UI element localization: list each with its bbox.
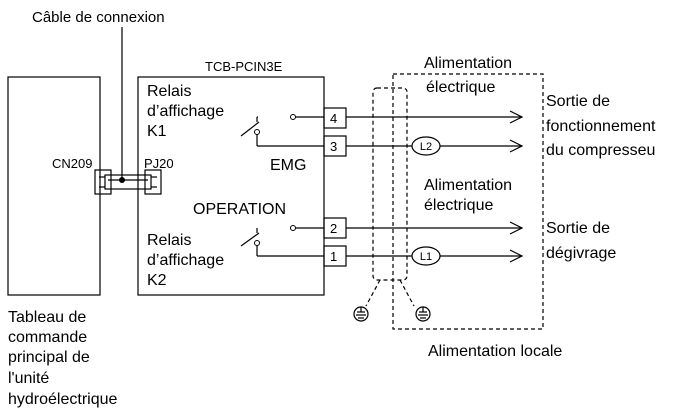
local-power-boundary [392,73,544,330]
compressor-output-label: Sortie de fonctionnement du compresseu [546,93,660,159]
lamp-l1-label: L1 [420,251,432,263]
main-board-label: Tableau de commande principal de l'unité… [8,309,118,408]
ground-icon [415,306,431,322]
relay-k2-label: Relais d’affichage K2 [147,232,229,289]
relay-k1-contact [240,114,324,147]
power-supply-mid-label: Alimentation électrique [424,177,517,214]
terminal-2-label: 2 [330,221,337,236]
cable-label: Câble de connexion [32,9,165,26]
defrost-output-label: Sortie de dégivrage [546,220,616,262]
output-lines [346,110,524,263]
lamp-l2-symbol [411,136,441,156]
ground-icon [353,306,369,322]
emg-label: EMG [270,157,306,174]
power-supply-top-label: Alimentation électrique [424,55,517,96]
connector-pj20-label: PJ20 [144,156,174,171]
relay-k2-contact [240,225,324,257]
lamp-l2-label: L2 [420,141,432,153]
tcb-board [137,76,325,296]
board-model-label: TCB-PCIN3E [205,59,283,74]
terminal-block [323,107,347,267]
local-power-label: Alimentation locale [428,343,562,360]
terminal-3-label: 3 [330,139,337,154]
main-control-board [7,76,101,296]
operation-label: OPERATION [193,201,286,218]
terminal-4-label: 4 [330,111,337,126]
lamp-l1-symbol [411,246,441,266]
relay-k1-label: Relais d’affichage K1 [147,83,229,140]
connector-cn209-label: CN209 [52,156,92,171]
ground-connections [365,279,415,307]
terminal-1-label: 1 [330,249,337,264]
connector-cable-assembly [94,169,162,195]
cable-shield-dashed [372,87,408,281]
